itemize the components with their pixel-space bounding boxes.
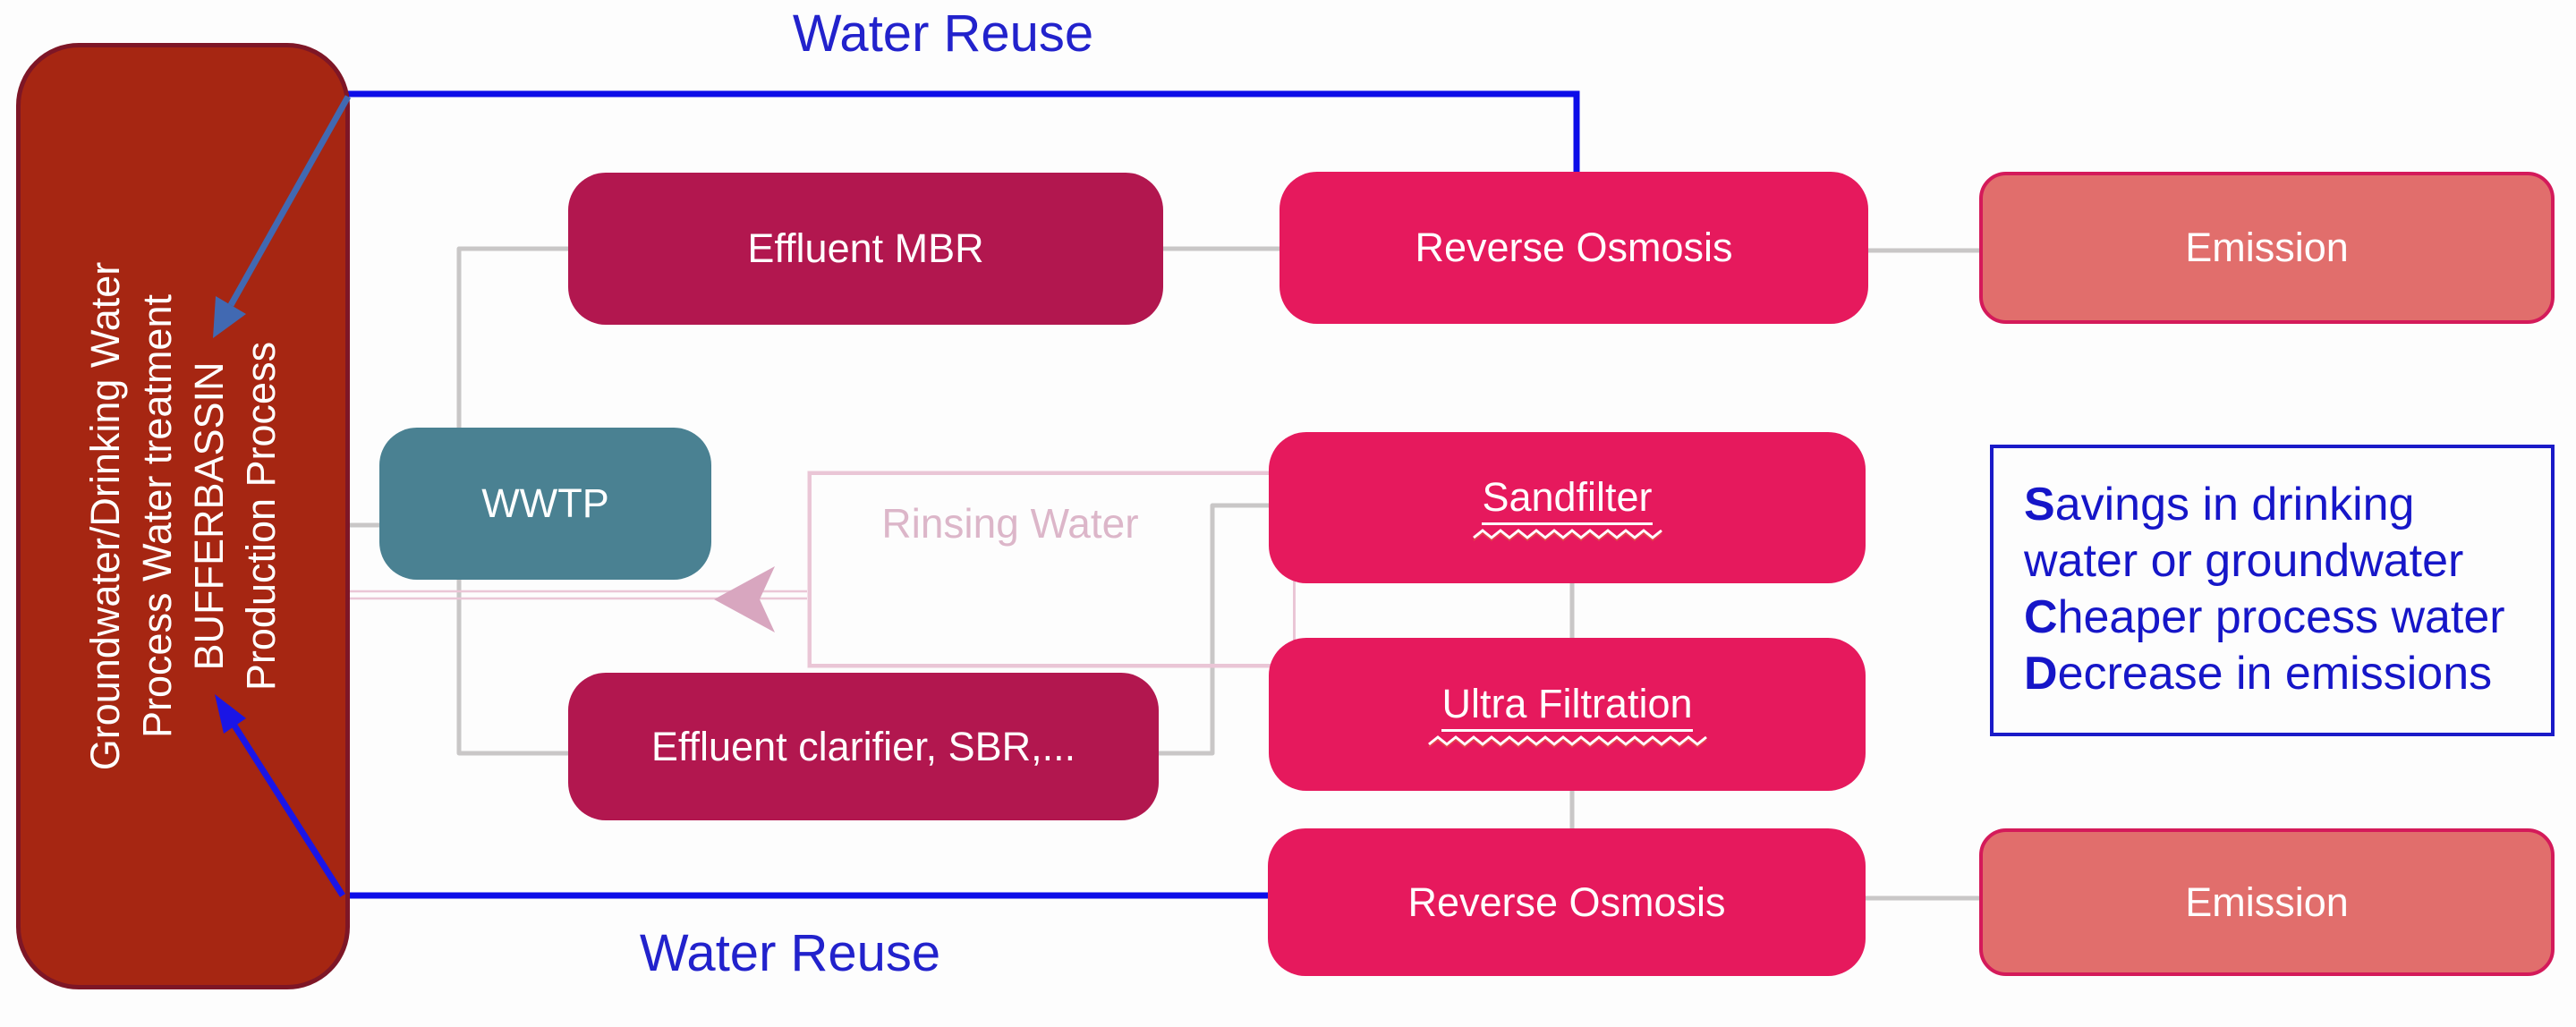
water-reuse-title-bottom: Water Reuse [639, 924, 941, 982]
benefits-lead-c: C [2024, 591, 2058, 643]
emission-top-box[interactable]: Emission [1979, 172, 2555, 324]
benefits-rest-3: heaper process water [2057, 591, 2505, 643]
source-line-bufferbassin: BUFFERBASSIN [185, 361, 232, 671]
ultra-filtration-box[interactable]: Ultra Filtration [1269, 638, 1866, 791]
emission-bottom-label: Emission [2185, 878, 2349, 925]
sandfilter-spellcheck-squiggle-icon [1472, 529, 1662, 541]
benefits-lead-d: D [2024, 648, 2058, 700]
connector-mbr-to-wwtp [456, 246, 568, 428]
rinsing-left-arrowhead-icon [714, 566, 775, 632]
ultra-filtration-spellcheck-squiggle-icon [1427, 735, 1707, 748]
benefits-rest-4: ecrease in emissions [2057, 648, 2493, 700]
benefits-line-3: Cheaper process water [2024, 590, 2551, 646]
source-buffer-box[interactable]: Groundwater/Drinking Water Process Water… [16, 43, 350, 989]
ultra-filtration-label: Ultra Filtration [1441, 681, 1693, 732]
reverse-osmosis-top-label: Reverse Osmosis [1415, 225, 1733, 270]
ultra-filtration-label-group: Ultra Filtration [1427, 681, 1707, 748]
emission-bottom-box[interactable]: Emission [1979, 828, 2555, 976]
benefits-line-1: Savings in drinking [2024, 477, 2551, 533]
emission-top-label: Emission [2185, 225, 2349, 270]
sandfilter-label: Sandfilter [1482, 474, 1653, 525]
benefits-line-2: water or groundwater [2024, 533, 2551, 590]
effluent-mbr-label: Effluent MBR [747, 225, 984, 271]
effluent-clarifier-box[interactable]: Effluent clarifier, SBR,... [568, 673, 1159, 820]
sandfilter-label-group: Sandfilter [1472, 474, 1662, 541]
sandfilter-box[interactable]: Sandfilter [1269, 432, 1866, 583]
effluent-clarifier-label: Effluent clarifier, SBR,... [650, 723, 1076, 769]
reverse-osmosis-top-box[interactable]: Reverse Osmosis [1279, 172, 1868, 324]
benefits-box[interactable]: Savings in drinking water or groundwater… [1990, 445, 2555, 736]
connector-wwtp-to-clarifier [456, 580, 568, 756]
effluent-mbr-box[interactable]: Effluent MBR [568, 173, 1163, 325]
water-reuse-title-top: Water Reuse [792, 4, 1094, 63]
source-line-production: Production Process [237, 341, 284, 692]
benefits-lead-s: S [2024, 479, 2055, 530]
reverse-osmosis-bottom-box[interactable]: Reverse Osmosis [1268, 828, 1866, 976]
wwtp-label: WWTP [481, 480, 609, 526]
wwtp-box[interactable]: WWTP [379, 428, 711, 580]
benefits-rest-1: avings in drinking [2054, 479, 2415, 530]
source-line-groundwater: Groundwater/Drinking Water [81, 261, 128, 771]
source-line-process-water: Process Water treatment [133, 294, 180, 739]
benefits-rest-2: water or groundwater [2024, 535, 2464, 587]
benefits-line-4: Decrease in emissions [2024, 646, 2551, 702]
rinsing-water-label: Rinsing Water [881, 500, 1139, 547]
reverse-osmosis-bottom-label: Reverse Osmosis [1407, 878, 1726, 925]
source-buffer-vertical-text: Groundwater/Drinking Water Process Water… [80, 262, 287, 771]
water-reuse-line-top [345, 90, 1580, 175]
